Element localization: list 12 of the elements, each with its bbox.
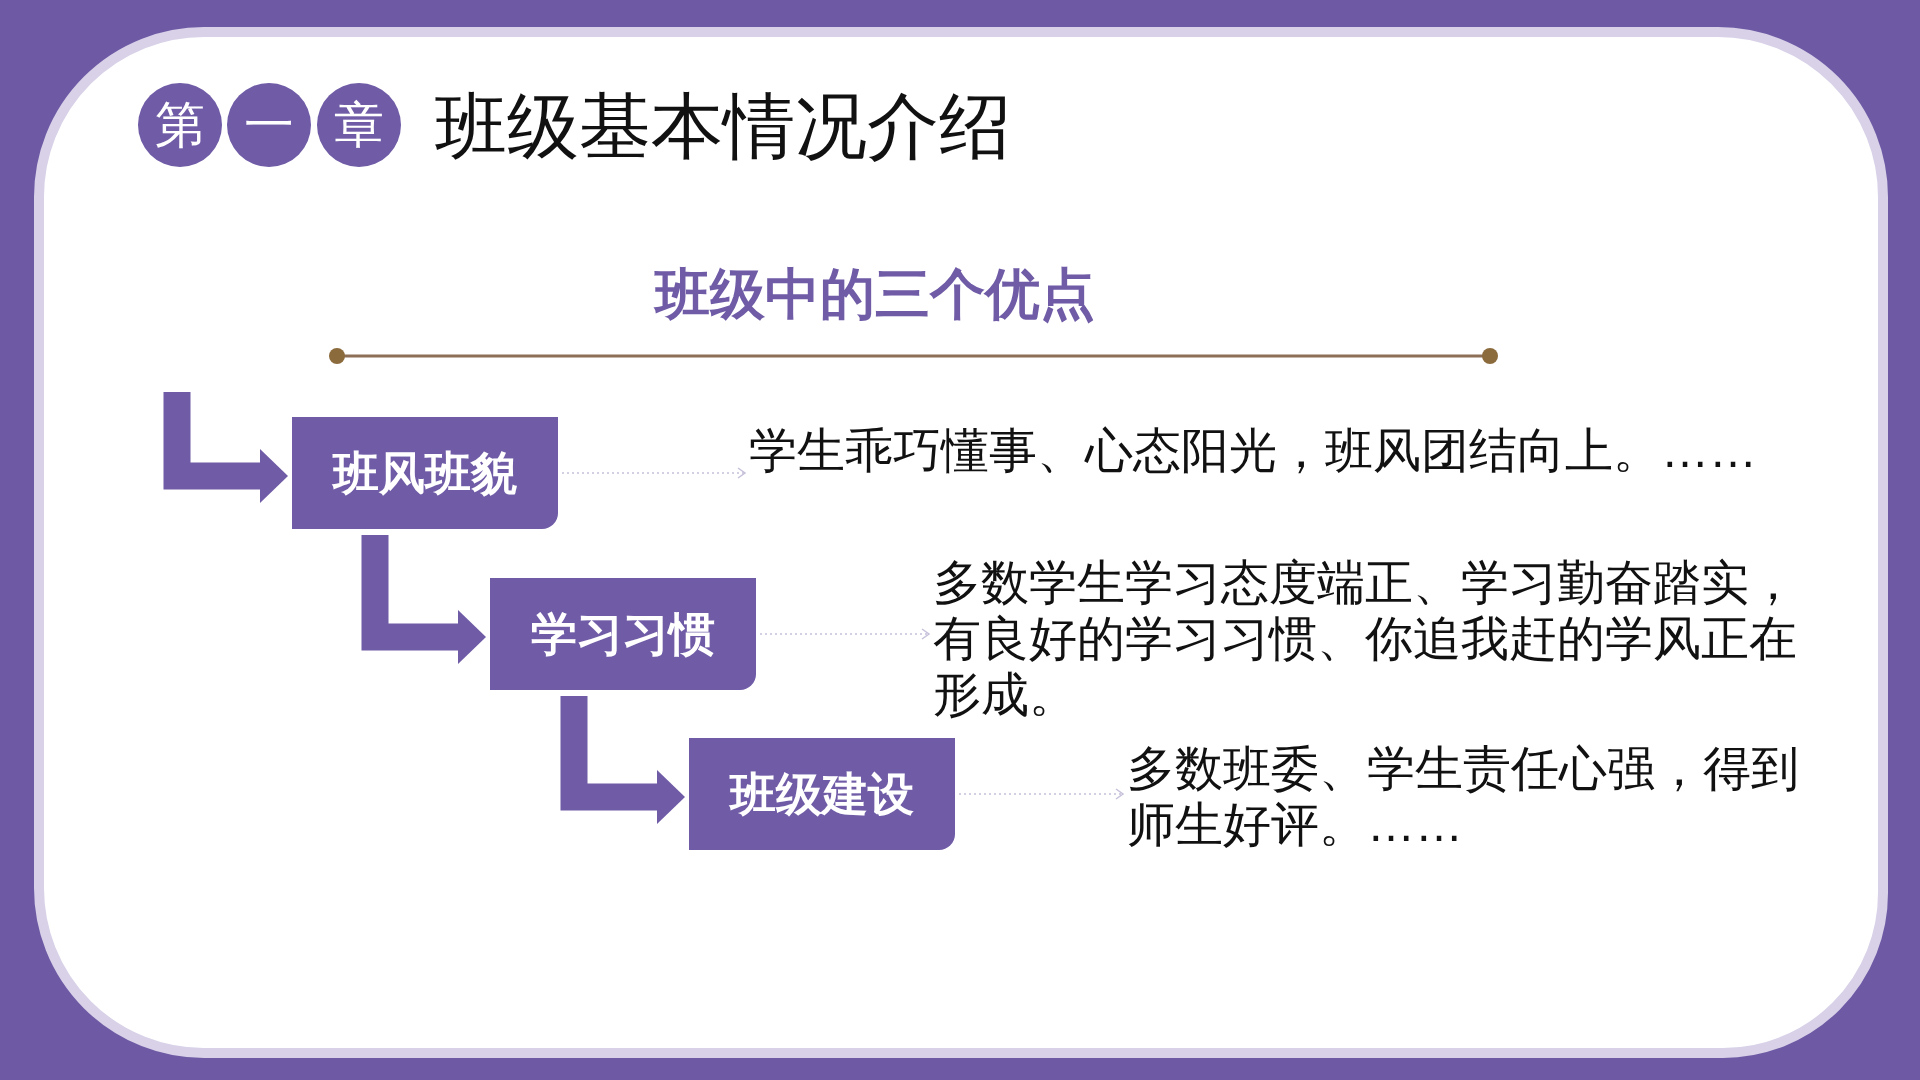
description-text: 多数学生学习态度端正、学习勤奋踏实，有良好的学习习惯、你追我赶的学风正在形成。 xyxy=(933,555,1817,723)
section-heading: 班级中的三个优点 xyxy=(655,265,1095,324)
bent-arrow xyxy=(163,392,288,503)
slide-title: 班级基本情况介绍 xyxy=(435,88,1011,164)
topic-box: 班风班貌 xyxy=(292,417,558,529)
dotted-arrow xyxy=(561,467,746,479)
description-text: 多数班委、学生责任心强，得到师生好评。…… xyxy=(1127,741,1819,853)
topic-box: 班级建设 xyxy=(689,738,955,850)
description-text: 学生乖巧懂事、心态阳光，班风团结向上。…… xyxy=(749,423,1757,479)
dotted-arrow xyxy=(958,788,1124,800)
dotted-arrow xyxy=(759,628,930,640)
topic-box: 学习习惯 xyxy=(490,578,756,690)
